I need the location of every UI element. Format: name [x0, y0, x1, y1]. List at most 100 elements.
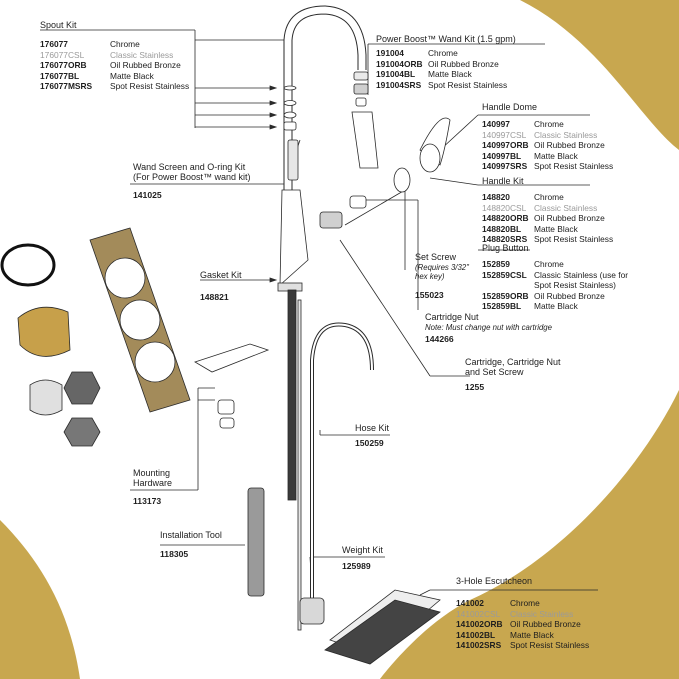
spout-finish: Spot Resist Stainless: [110, 81, 190, 92]
escutcheon-title: 3-Hole Escutcheon: [456, 576, 533, 586]
handle-finish: Spot Resist Stainless: [534, 234, 614, 245]
dome-row-4: 140997SRS Spot Resist Stainless: [482, 161, 613, 172]
cartridge-code: 1255: [465, 382, 485, 392]
wand-part-code: 191004: [376, 48, 404, 58]
plug_codes-row-1: 152859CSL Classic Stainless (use for: [482, 270, 628, 281]
spout-part-code: 176077ORB: [40, 60, 87, 71]
wand-finish: Matte Black: [428, 69, 472, 80]
plug_codes-finish: Classic Stainless (use for: [534, 269, 629, 280]
cartridge-nut-title: Cartridge Nut: [425, 312, 479, 322]
dome-finish: Spot Resist Stainless: [534, 161, 614, 172]
plug_codes-row-2: Spot Resist Stainless): [482, 280, 628, 291]
wand-screen-subtitle: (For Power Boost™ wand kit): [133, 172, 251, 182]
spout-part-code: 176077: [40, 39, 68, 49]
wand-row-0: 191004 Chrome: [376, 48, 507, 59]
wand-finish: Chrome: [428, 48, 458, 58]
spout-finish: Oil Rubbed Bronze: [110, 60, 181, 71]
plug_codes-part-code: 152859: [482, 259, 510, 269]
handle-finish: Oil Rubbed Bronze: [534, 213, 605, 224]
escutcheon-row-2: 141002ORB Oil Rubbed Bronze: [456, 619, 589, 630]
plug_codes-finish: Oil Rubbed Bronze: [534, 290, 605, 301]
dome-row-0: 140997 Chrome: [482, 119, 613, 130]
dome-finish: Oil Rubbed Bronze: [534, 140, 605, 151]
plug_codes-part-code: 152859BL: [482, 301, 522, 312]
set-screw-code: 155023: [415, 290, 444, 300]
cartridge-title: Cartridge, Cartridge Nut: [465, 357, 561, 367]
spout-row-2: 176077ORB Oil Rubbed Bronze: [40, 60, 189, 71]
wand-part-code: 191004ORB: [376, 58, 423, 69]
escutcheon-row-4: 141002SRS Spot Resist Stainless: [456, 640, 589, 651]
cartridge-nut-code: 144266: [425, 334, 454, 344]
spout-finish: Classic Stainless: [110, 49, 174, 60]
escutcheon-finish: Classic Stainless: [510, 608, 574, 619]
escutcheon-finish: Spot Resist Stainless: [510, 640, 590, 651]
plug_codes-finish: Spot Resist Stainless): [534, 280, 616, 291]
handle-finish: Matte Black: [534, 223, 578, 234]
escutcheon-finish: Matte Black: [510, 629, 554, 640]
wand-screen-title: Wand Screen and O-ring Kit: [133, 162, 246, 172]
gasket-kit-code: 148821: [200, 292, 229, 302]
spout-row-1: 176077CSL Classic Stainless: [40, 50, 189, 61]
wand-row-3: 191004SRS Spot Resist Stainless: [376, 80, 507, 91]
plug_codes-row-3: 152859ORB Oil Rubbed Bronze: [482, 291, 628, 302]
escutcheon-part-code: 141002ORB: [456, 619, 503, 630]
handle-finish: Classic Stainless: [534, 202, 598, 213]
handle-part-code: 148820: [482, 192, 510, 202]
wand-screen-code: 141025: [133, 190, 162, 200]
installation-tool-title: Installation Tool: [160, 530, 222, 540]
gasket-kit-title: Gasket Kit: [200, 270, 242, 280]
mounting-hardware-title: Mounting: [133, 468, 171, 478]
spout-part-code: 176077BL: [40, 70, 80, 81]
dome-finish: Chrome: [534, 119, 564, 129]
set-screw-note-2: hex key): [415, 272, 445, 281]
handle-finish: Chrome: [534, 192, 564, 202]
handle-part-code: 148820ORB: [482, 213, 529, 224]
mounting-hardware-code: 113173: [133, 496, 162, 506]
spout-kit-title: Spout Kit: [40, 20, 77, 30]
escutcheon-row-1: 141002CSL Classic Stainless: [456, 609, 589, 620]
wand-part-code: 191004SRS: [376, 79, 422, 90]
handle-row-4: 148820SRS Spot Resist Stainless: [482, 234, 613, 245]
plug_codes-finish: Matte Black: [534, 301, 578, 312]
hose-kit-code: 150259: [355, 438, 384, 448]
dome-part-code: 140997SRS: [482, 161, 528, 172]
spout-part-code: 176077CSL: [40, 49, 85, 60]
plug-button-title: Plug Button: [482, 243, 529, 253]
cartridge-subtitle: and Set Screw: [465, 367, 524, 377]
wand-finish: Spot Resist Stainless: [428, 79, 508, 90]
escutcheon-part-code: 141002CSL: [456, 608, 501, 619]
set-screw-title: Set Screw: [415, 252, 457, 262]
dome-finish: Classic Stainless: [534, 129, 598, 140]
escutcheon-part-code: 141002SRS: [456, 640, 502, 651]
handle-dome-title: Handle Dome: [482, 102, 538, 112]
escutcheon-finish: Chrome: [510, 598, 540, 608]
escutcheon-part-code: 141002: [456, 598, 484, 608]
hose-kit-title: Hose Kit: [355, 423, 390, 433]
handle-row-2: 148820ORB Oil Rubbed Bronze: [482, 213, 613, 224]
handle-kit-title: Handle Kit: [482, 176, 524, 186]
plug_codes-part-code: 152859ORB: [482, 290, 529, 301]
weight-kit-title: Weight Kit: [342, 545, 383, 555]
escutcheon-finish: Oil Rubbed Bronze: [510, 619, 581, 630]
dome-part-code: 140997: [482, 119, 510, 129]
set-screw-note-1: (Requires 3/32": [415, 263, 469, 272]
cartridge-nut-note: Note: Must change nut with cartridge: [425, 323, 552, 332]
plug_codes-part-code: 152859CSL: [482, 269, 527, 280]
weight-kit-code: 125989: [342, 561, 371, 571]
handle-part-code: 148820SRS: [482, 234, 528, 245]
